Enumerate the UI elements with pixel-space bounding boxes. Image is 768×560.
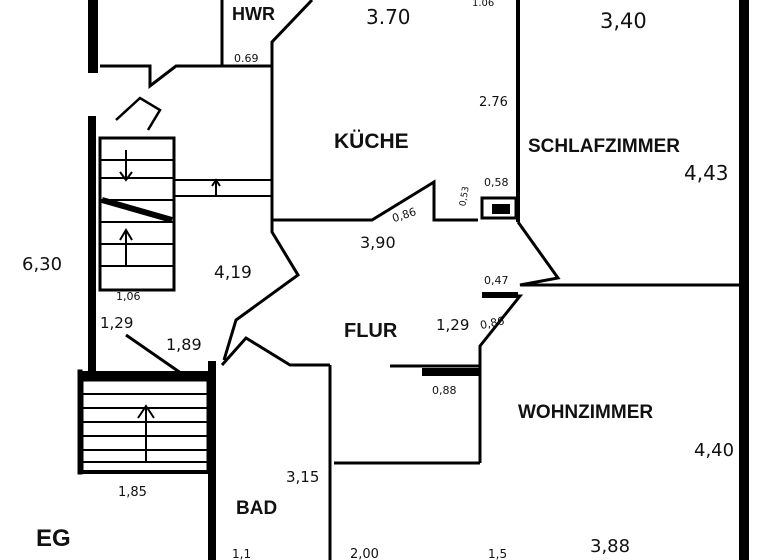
dim-wohn-depth: 4,40	[694, 440, 734, 461]
room-label-wohnzimmer: WOHNZIMMER	[518, 402, 653, 423]
lower-stair	[80, 371, 213, 474]
dim-kueche-top-small: 1.06	[472, 0, 494, 9]
kueche-bottom-wall	[272, 179, 478, 222]
dim-landing-b: 1,89	[166, 335, 202, 354]
dim-landing: 1,29	[100, 314, 133, 332]
stair-arrow-up-icon	[119, 228, 133, 241]
dim-wohn-width: 3,88	[590, 536, 630, 557]
interior-walls	[100, 0, 744, 560]
dim-bad-side: 3,15	[286, 468, 319, 486]
upper-stair	[98, 96, 176, 292]
door-flur-marker	[482, 292, 518, 298]
dim-stair-left: 6,30	[22, 254, 62, 275]
bad-top-wall	[220, 336, 330, 367]
dim-kueche-door: 0,86	[391, 205, 418, 225]
dim-bottom-b: 2,00	[350, 547, 379, 560]
room-label-schlafzimmer: SCHLAFZIMMER	[528, 136, 680, 157]
dim-window-b: 0,53	[458, 186, 471, 207]
floor-label: EG	[36, 525, 71, 552]
dim-flur-gap: 0,47	[484, 274, 509, 287]
dim-bottom-a: 1,1	[232, 547, 251, 560]
dim-corridor: 4,19	[214, 263, 252, 283]
dim-kueche-side: 2.76	[479, 95, 508, 110]
room-label-hwr: HWR	[232, 4, 275, 24]
window-kueche-fill	[492, 204, 510, 214]
room-label-bad: BAD	[236, 498, 277, 519]
corridor-wall	[222, 220, 300, 361]
upper-left-walls	[100, 64, 222, 90]
dim-flur-small: 0,86	[479, 314, 506, 332]
dim-door-wohn: 0,88	[432, 384, 457, 397]
hall-ramp	[174, 178, 272, 197]
schlaf-bottom-wall	[516, 221, 744, 287]
room-label-flur: FLUR	[344, 320, 398, 342]
dim-hwr-width: 0.69	[234, 52, 259, 65]
upper-stair-frame	[98, 136, 176, 292]
outer-walls	[77, 0, 749, 560]
room-label-kueche: KÜCHE	[334, 130, 409, 153]
dim-schlaf-depth: 4,43	[684, 161, 729, 185]
dim-stair-bottom: 1,85	[118, 485, 147, 500]
dim-kueche-top: 3.70	[366, 5, 411, 29]
dim-flur-left: 1,29	[436, 316, 469, 334]
dim-bottom-c: 1,5	[488, 547, 507, 560]
dim-window-a: 0,58	[484, 176, 509, 189]
ramp-arrow-icon	[211, 178, 221, 187]
door-markers	[422, 196, 518, 376]
dim-schlaf-top: 3,40	[600, 9, 647, 33]
dim-kueche-bottom: 3,90	[360, 233, 396, 252]
dim-stair-width: 1,06	[116, 290, 141, 303]
lower-stair-arrow-icon	[137, 404, 155, 419]
door-wohn-marker	[422, 368, 480, 376]
stair-cut-line	[101, 197, 173, 223]
stair-arrow-down-icon	[119, 171, 133, 182]
